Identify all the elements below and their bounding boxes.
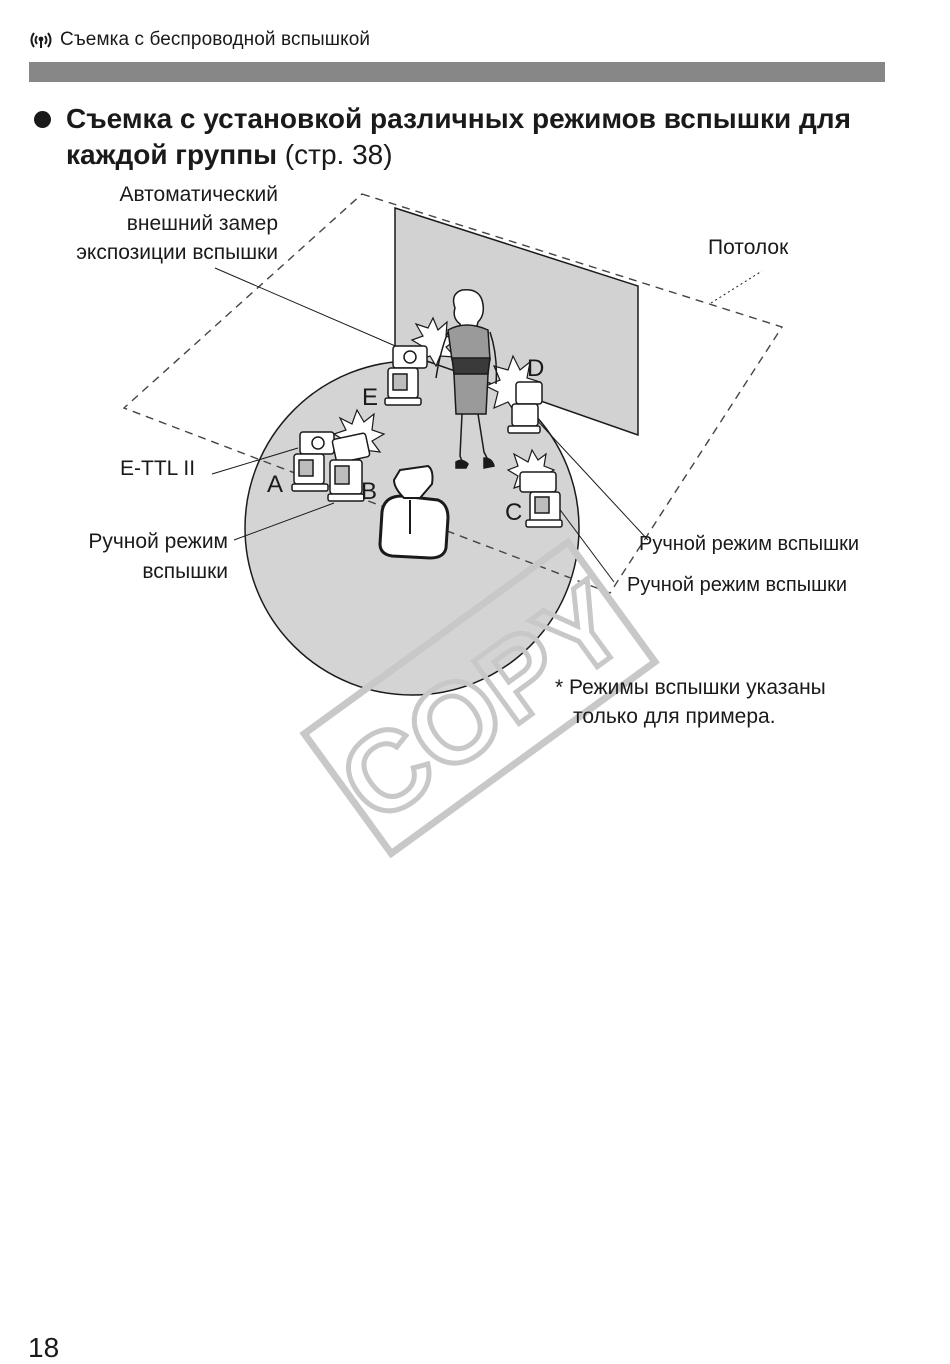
heading-line-1: Съемка с установкой различных режимов вс… <box>66 103 851 134</box>
leader-lines <box>211 267 763 583</box>
group-label-e: E <box>362 384 378 411</box>
label-auto-external-line3: экспозиции вспышки <box>76 241 278 264</box>
heading-bold-text: каждой группы <box>66 139 278 170</box>
label-manual-left-line2: вспышки <box>142 560 228 583</box>
group-label-c: C <box>505 499 522 526</box>
header-title: Съемка с беспроводной вспышкой <box>60 29 371 50</box>
flash-unit-c <box>519 471 563 528</box>
label-manual-right-c: Ручной режим вспышки <box>627 574 848 596</box>
bullet-icon <box>34 111 51 128</box>
page-number: 18 <box>28 1332 60 1363</box>
group-label-d: D <box>527 355 544 382</box>
page-header: Съемка с беспроводной вспышкой <box>28 28 370 52</box>
group-label-b: B <box>361 478 377 505</box>
label-ceiling: Потолок <box>708 236 789 259</box>
group-label-a: A <box>267 471 283 498</box>
background-wall <box>394 206 639 437</box>
label-manual-right-d: Ручной режим вспышки <box>639 533 860 555</box>
subject-person <box>435 288 498 469</box>
flash-unit-a <box>291 431 335 492</box>
flash-unit-e <box>384 345 428 406</box>
header-divider-bar <box>29 62 885 82</box>
ceiling-outline <box>122 193 784 594</box>
page-reference: (стр. 38) <box>284 139 393 170</box>
label-auto-external-line1: Автоматический <box>119 183 278 206</box>
label-auto-external-line2: внешний замер <box>126 212 278 235</box>
label-ettl: E-TTL II <box>120 457 196 480</box>
flash-unit-d <box>507 381 543 434</box>
heading-line-2: каждой группы (стр. 38) <box>66 137 393 173</box>
note-line-2: только для примера. <box>573 705 776 728</box>
wireless-icon <box>30 32 52 48</box>
camera-transmitter <box>378 464 450 560</box>
label-manual-left-line1: Ручной режим <box>88 530 228 553</box>
note-line-1: * Режимы вспышки указаны <box>555 676 826 699</box>
flash-unit-b <box>327 432 371 502</box>
